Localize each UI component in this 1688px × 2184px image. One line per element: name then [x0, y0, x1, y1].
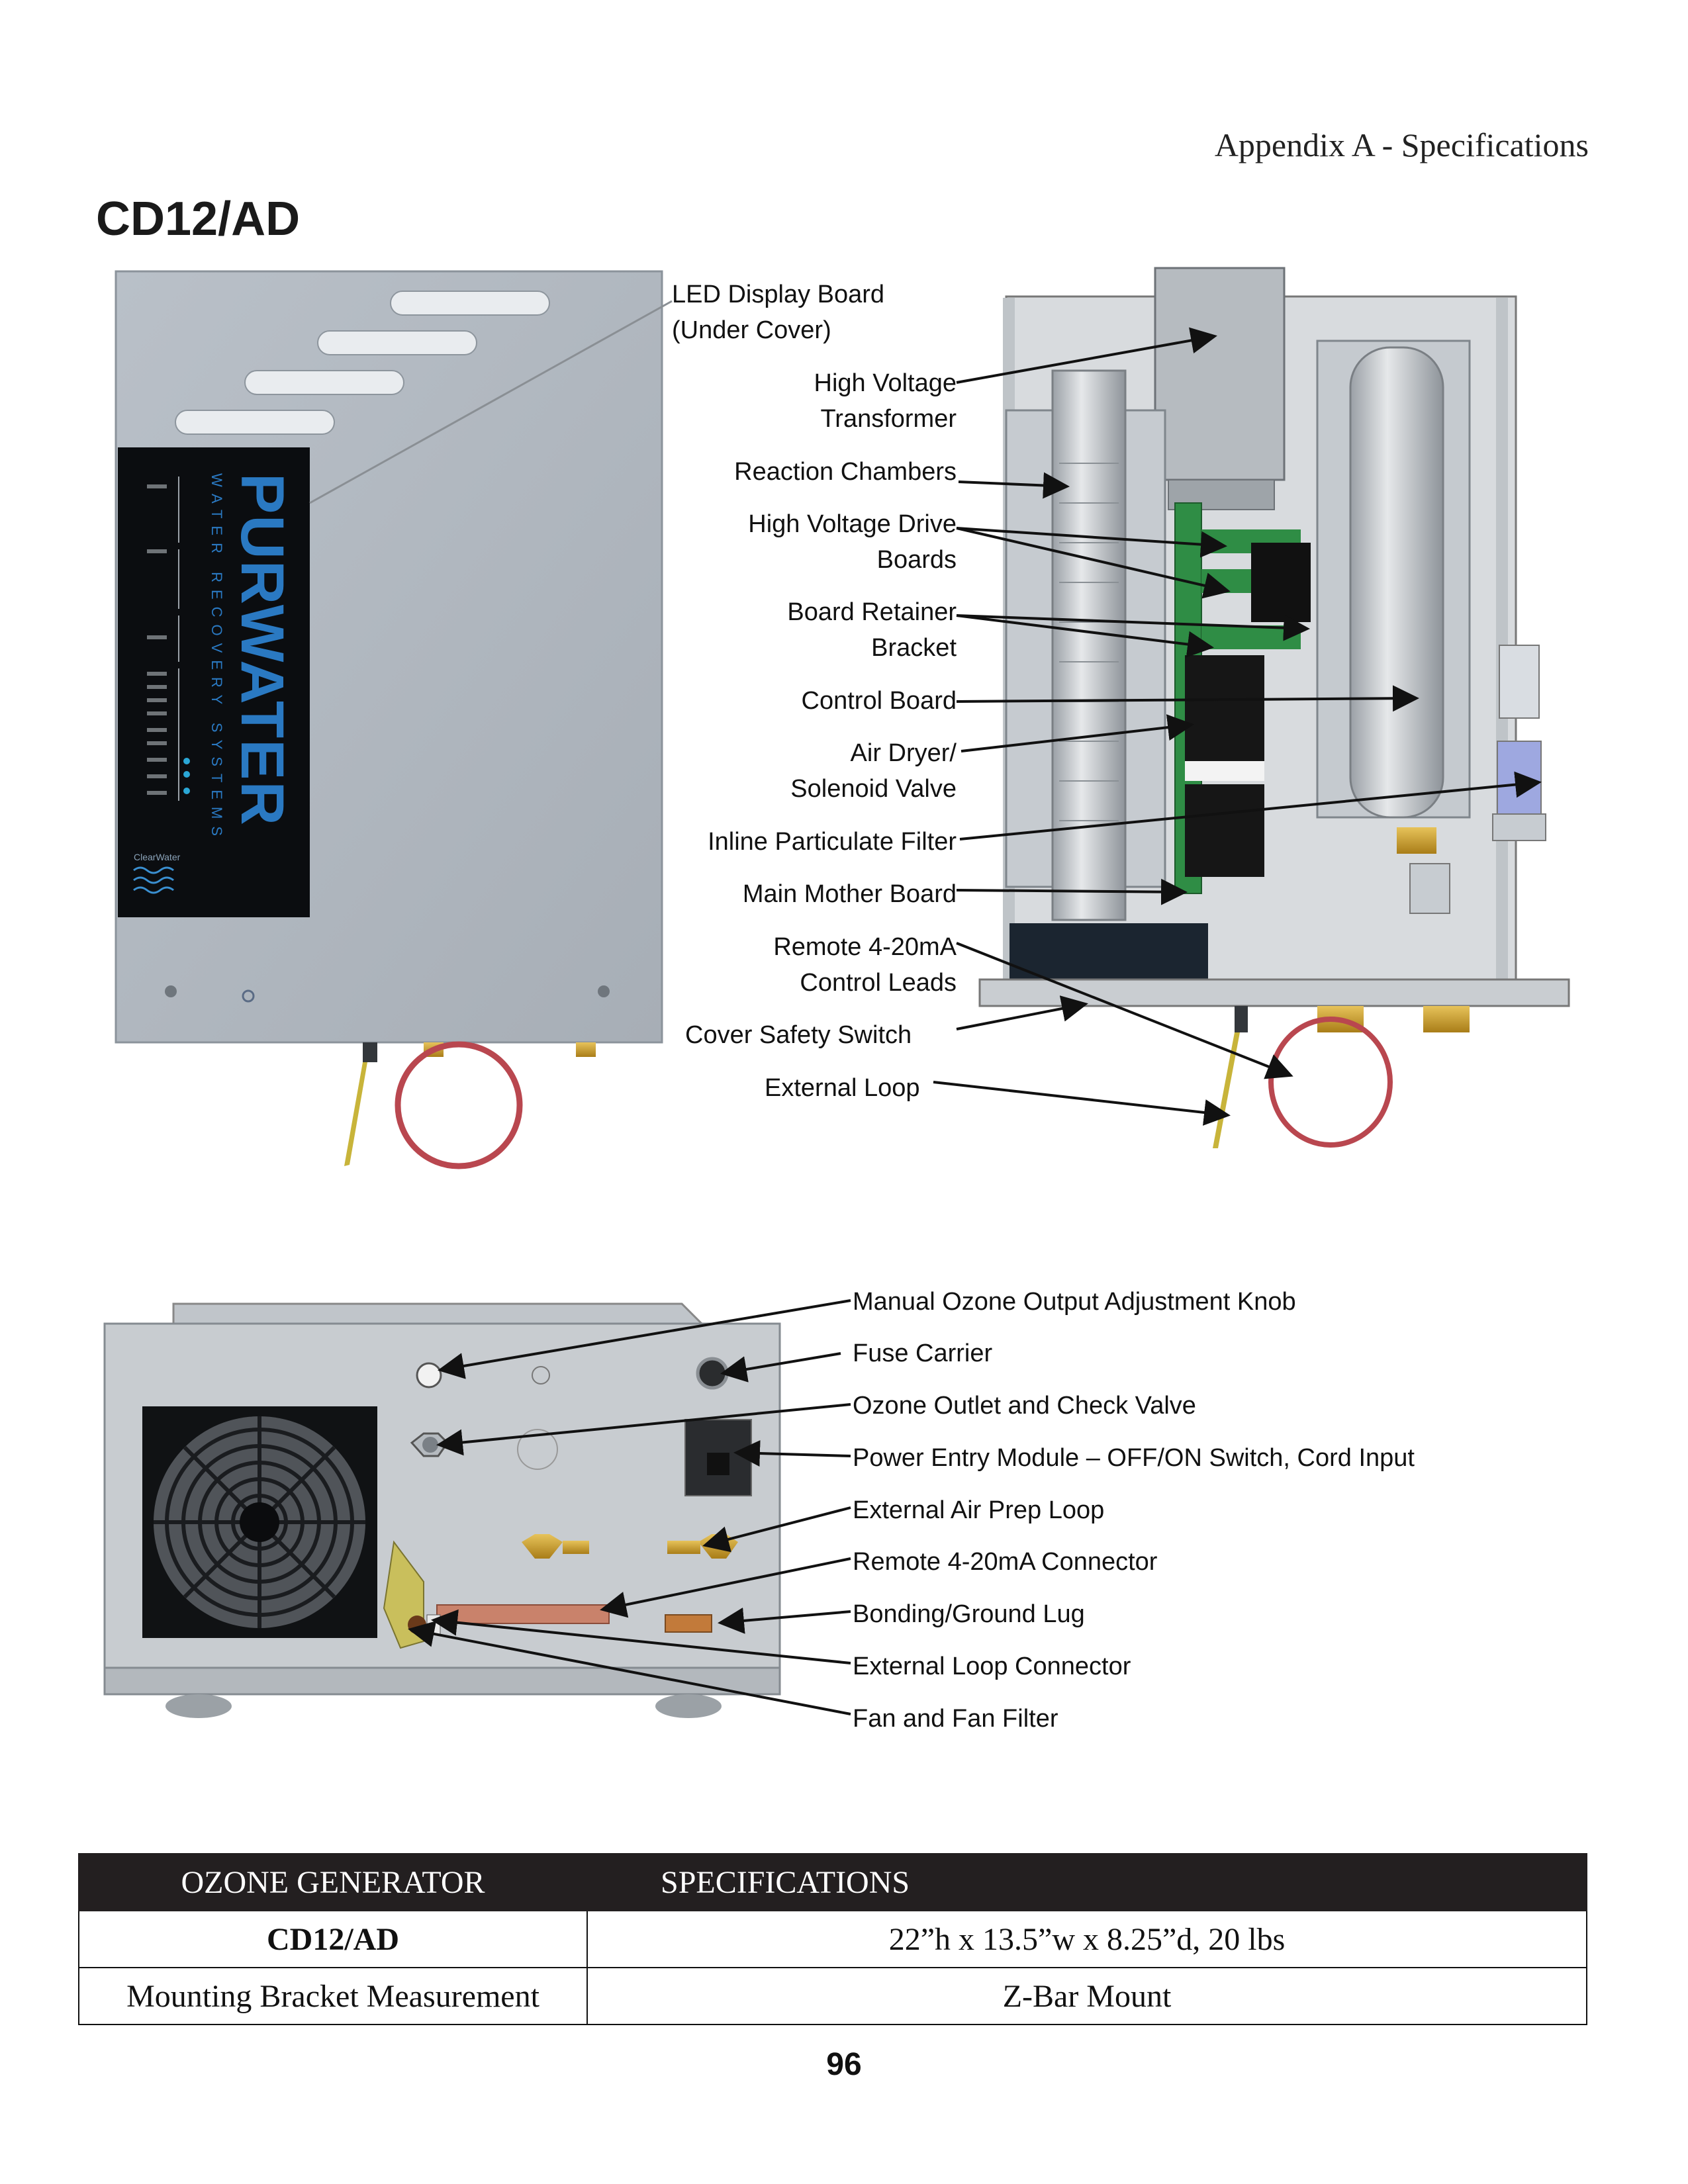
callout-air-dryer: Air Dryer/: [850, 739, 957, 767]
callout-boards: Boards: [876, 546, 957, 574]
ground-lug: [665, 1614, 712, 1633]
screw-icon: [165, 985, 177, 997]
callout-under-cover: (Under Cover): [672, 316, 831, 344]
vent-louver: [244, 370, 404, 395]
callout-control-board: Control Board: [801, 687, 957, 715]
callout-ozone-outlet: Ozone Outlet and Check Valve: [853, 1392, 1196, 1420]
spec-header-specifications: SPECIFICATIONS: [586, 1853, 1587, 1911]
callout-transformer: Transformer: [820, 405, 957, 433]
internal-view-illustration: [978, 267, 1570, 1148]
callout-external-loop: External Loop: [765, 1074, 920, 1102]
callout-external-air-prep-loop: External Air Prep Loop: [853, 1496, 1105, 1524]
figures-svg: PURWATER WATER RECOVERY SYSTEMS ClearWat…: [103, 267, 1570, 1718]
spec-row-label: Mounting Bracket Measurement: [78, 1967, 588, 2025]
callout-inline-particulate-filter: Inline Particulate Filter: [708, 828, 957, 856]
led-display-panel: [118, 447, 310, 917]
spec-row-value: 22”h x 13.5”w x 8.25”d, 20 lbs: [586, 1910, 1587, 1968]
maker-logo: ClearWater: [134, 852, 181, 862]
spec-table: OZONE GENERATOR SPECIFICATIONS CD12/AD 2…: [78, 1853, 1587, 2025]
callout-reaction-chambers: Reaction Chambers: [734, 458, 957, 486]
callout-manual-ozone-knob: Manual Ozone Output Adjustment Knob: [853, 1288, 1296, 1316]
callout-high-voltage: High Voltage: [814, 369, 957, 397]
callout-fuse-carrier: Fuse Carrier: [853, 1340, 993, 1367]
callout-board-retainer: Board Retainer: [787, 598, 957, 626]
vent-louver: [317, 330, 477, 355]
brand-logo: PURWATER: [228, 473, 296, 827]
callout-power-entry-module: Power Entry Module – OFF/ON Switch, Cord…: [853, 1444, 1415, 1472]
callout-bonding-ground-lug: Bonding/Ground Lug: [853, 1600, 1085, 1628]
page-number: 96: [826, 2047, 862, 2082]
table-row: Mounting Bracket Measurement Z-Bar Mount: [78, 1967, 1587, 2025]
callout-fan-and-fan-filter: Fan and Fan Filter: [853, 1705, 1058, 1733]
brand-tagline: WATER RECOVERY SYSTEMS: [209, 473, 225, 843]
spec-header-ozone-generator: OZONE GENERATOR: [78, 1853, 588, 1911]
callout-remote-4-20ma-connector: Remote 4-20mA Connector: [853, 1548, 1158, 1576]
spec-table-header: OZONE GENERATOR SPECIFICATIONS: [78, 1853, 1587, 1911]
rear-view-illustration: [103, 1302, 781, 1718]
rear-leader-lines: [408, 1299, 851, 1715]
spec-row-label: CD12/AD: [78, 1910, 588, 1968]
callout-main-mother-board: Main Mother Board: [742, 880, 957, 908]
callout-cover-safety-switch: Cover Safety Switch: [685, 1021, 912, 1049]
internal-leader-lines: [933, 327, 1542, 1126]
callout-bracket: Bracket: [871, 634, 957, 662]
adjustment-knob: [416, 1362, 442, 1388]
callout-external-loop-connector: External Loop Connector: [853, 1653, 1131, 1680]
table-row: CD12/AD 22”h x 13.5”w x 8.25”d, 20 lbs: [78, 1910, 1587, 1968]
screw-icon: [242, 989, 255, 1003]
external-loop-tube: [395, 1041, 523, 1169]
vent-louver: [175, 410, 335, 435]
vent-louver: [390, 291, 550, 316]
callout-led-display-board: LED Display Board: [672, 281, 885, 308]
callout-solenoid-valve: Solenoid Valve: [790, 775, 957, 803]
fuse-carrier: [696, 1357, 729, 1390]
callout-high-voltage-drive: High Voltage Drive: [748, 510, 957, 538]
front-cover-illustration: PURWATER WATER RECOVERY SYSTEMS ClearWat…: [115, 270, 673, 1169]
section-header: Appendix A - Specifications: [1214, 126, 1589, 163]
page-title: CD12/AD: [96, 193, 301, 246]
screw-icon: [598, 985, 610, 997]
spec-row-value: Z-Bar Mount: [586, 1967, 1587, 2025]
callout-remote-4-20ma: Remote 4-20mA: [773, 933, 957, 961]
callout-control-leads: Control Leads: [800, 969, 957, 997]
